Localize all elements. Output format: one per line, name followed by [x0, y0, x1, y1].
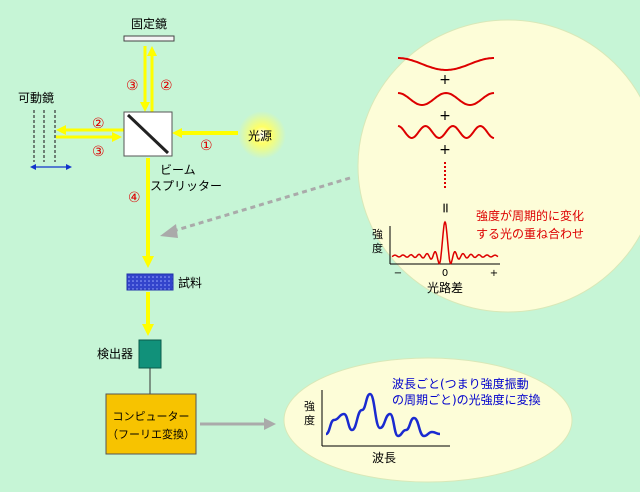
path-number-4: ④	[128, 190, 141, 206]
interferogram-note-1: 強度が周期的に変化	[476, 208, 584, 223]
light-source-glow	[238, 111, 286, 159]
computer-box	[105, 393, 197, 455]
path-number-3-top: ③	[126, 78, 139, 94]
movable-mirror	[33, 110, 56, 162]
sample	[126, 273, 174, 291]
interferogram-tick-minus: −	[394, 268, 402, 279]
interferogram-ylabel-2: 度	[372, 241, 383, 255]
spectrum-note-2: の周期ごと)の光強度に変換	[392, 392, 541, 407]
fixed-mirror	[123, 35, 175, 42]
detector	[138, 339, 162, 369]
light-source-label: 光源	[248, 129, 272, 143]
computer-label-1: コンピューター	[113, 410, 190, 423]
computer-label-2: （フーリエ変換）	[107, 427, 195, 441]
spectrum-curve	[325, 392, 441, 438]
beams	[56, 46, 238, 336]
interferogram-tick-zero: 0	[442, 268, 448, 279]
wave-2	[397, 91, 495, 107]
interferogram-bubble	[357, 19, 640, 313]
fixed-mirror-label: 固定鏡	[131, 16, 167, 31]
path-number-2-top: ②	[160, 78, 173, 94]
sample-label: 試料	[178, 275, 202, 290]
plus-2: +	[439, 108, 451, 124]
detector-label: 検出器	[97, 347, 133, 361]
beam-splitter-label-1: ビーム	[160, 163, 196, 177]
spectrum-note-1: 波長ごと(つまり強度振動	[392, 376, 529, 391]
path-number-3-left: ③	[92, 144, 105, 160]
path-number-1: ①	[200, 138, 213, 154]
plus-1: +	[439, 72, 451, 88]
wave-3	[397, 124, 495, 140]
equals-sign: =	[437, 202, 453, 214]
spectrum-ylabel-2: 度	[304, 413, 315, 427]
plus-3: +	[439, 142, 451, 158]
spectrum-ylabel-1: 強	[304, 400, 315, 413]
interferogram-tick-plus: +	[490, 268, 498, 279]
beam-splitter-plate	[126, 113, 170, 155]
interferogram-note-2: する光の重ね合わせ	[476, 226, 584, 241]
interferogram-ylabel-1: 強	[372, 228, 383, 241]
spectrum-bubble	[283, 357, 573, 483]
spectrum-xlabel: 波長	[372, 451, 396, 465]
beam-splitter-label-2: スプリッター	[150, 179, 222, 193]
path-number-2-left: ②	[92, 116, 105, 132]
interferogram-curve	[391, 220, 499, 265]
interferogram-xlabel: 光路差	[427, 280, 463, 295]
wave-1	[398, 57, 494, 71]
gray-arrow-bubble	[169, 176, 351, 234]
movable-mirror-label: 可動鏡	[18, 90, 54, 105]
